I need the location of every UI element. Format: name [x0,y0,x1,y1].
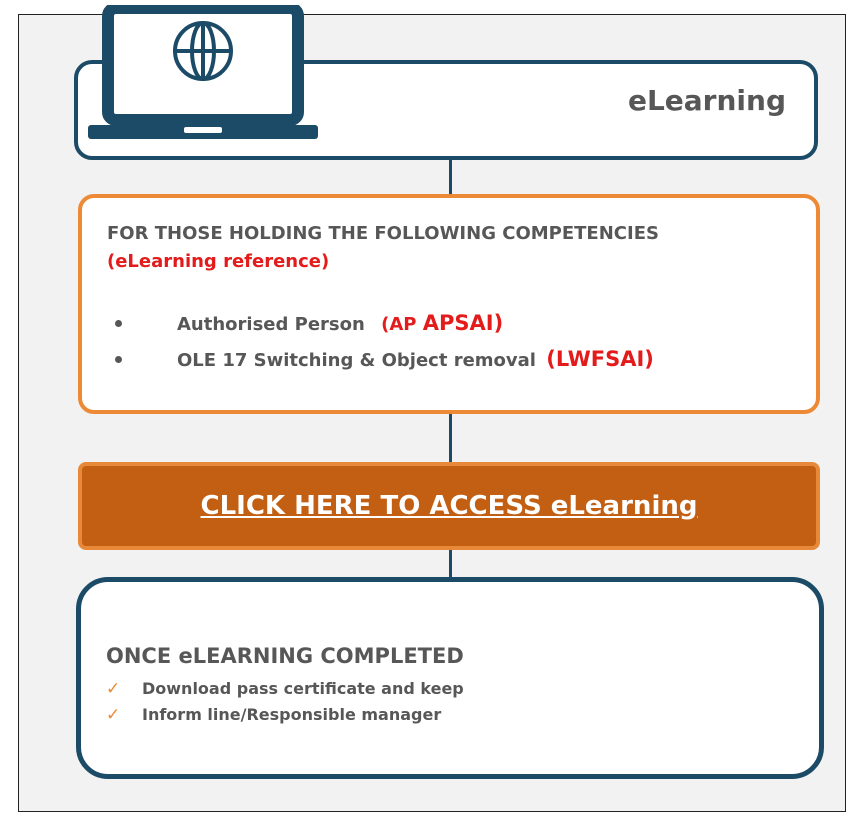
laptop-globe-icon [88,5,318,139]
competency-list: Authorised Person (AP APSAI) OLE 17 Swit… [107,306,654,378]
checklist-label: Inform line/Responsible manager [142,705,442,724]
competency-ref-prefix: (AP [381,314,417,335]
competency-label: Authorised Person [177,314,365,335]
connector-line [449,158,452,196]
completion-box: ONCE eLEARNING COMPLETED ✓ Download pass… [76,577,824,779]
competencies-header: FOR THOSE HOLDING THE FOLLOWING COMPETEN… [107,220,707,276]
competency-ref-code: APSAI) [422,311,504,335]
access-elearning-link[interactable]: CLICK HERE TO ACCESS eLearning [200,491,698,521]
access-elearning-button[interactable]: CLICK HERE TO ACCESS eLearning [78,462,820,550]
title-label: eLearning [627,84,786,117]
completion-checklist: ✓ Download pass certificate and keep ✓ I… [106,676,464,728]
competencies-box: FOR THOSE HOLDING THE FOLLOWING COMPETEN… [78,194,820,414]
competencies-header-text: FOR THOSE HOLDING THE FOLLOWING COMPETEN… [107,223,659,244]
elearning-reference-note: (eLearning reference) [107,251,330,272]
connector-line [449,548,452,579]
connector-line [449,412,452,464]
list-item: OLE 17 Switching & Object removal (LWFSA… [107,342,654,378]
check-icon: ✓ [106,679,121,699]
completion-title: ONCE eLEARNING COMPLETED [106,644,464,668]
check-icon: ✓ [106,705,121,725]
competency-ref-code: (LWFSAI) [546,347,654,371]
list-item: ✓ Download pass certificate and keep [106,676,464,702]
checklist-label: Download pass certificate and keep [142,679,464,698]
competency-label: OLE 17 Switching & Object removal [177,350,536,371]
list-item: ✓ Inform line/Responsible manager [106,702,464,728]
list-item: Authorised Person (AP APSAI) [107,306,654,342]
